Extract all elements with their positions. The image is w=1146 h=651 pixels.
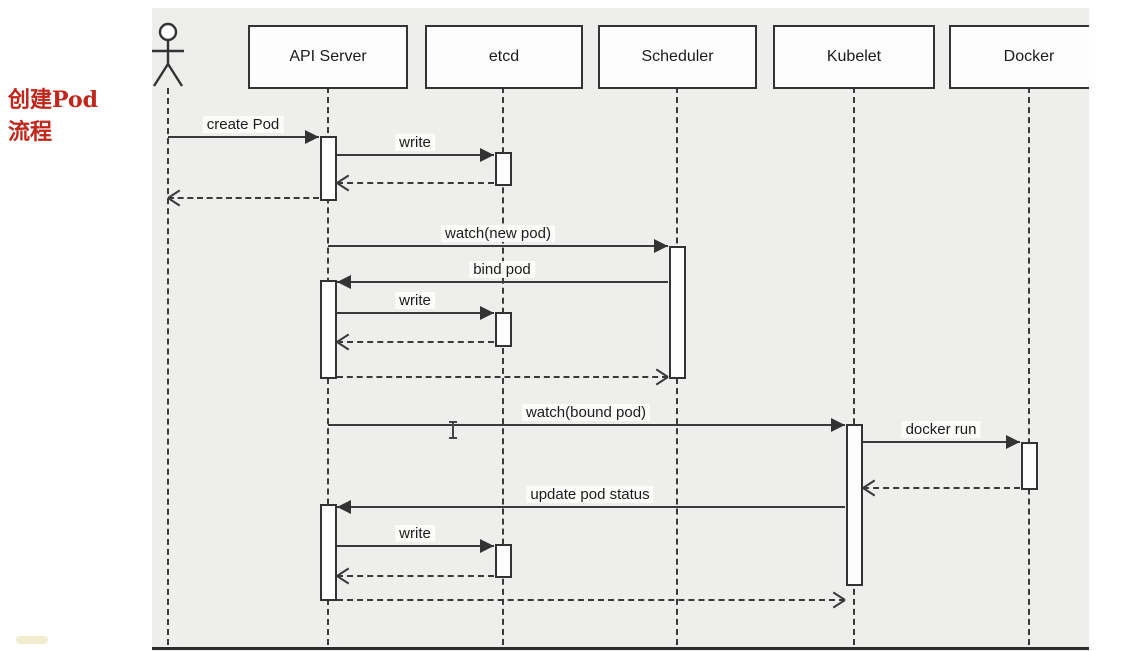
message-write-3 (337, 545, 494, 547)
message-return-to-user (168, 197, 319, 199)
participant-kubelet: Kubelet (773, 25, 935, 89)
api-activation-1 (320, 136, 337, 201)
message-watch-new-pod (328, 245, 668, 247)
label-watch-new-pod: watch(new pod) (441, 225, 555, 242)
message-write-2 (337, 312, 494, 314)
kubelet-activation (846, 424, 863, 586)
label-watch-bound-pod: watch(bound pod) (521, 404, 651, 421)
etcd-activation-2 (495, 312, 512, 347)
lifeline-user (167, 88, 169, 645)
annotation-line-2: 流程 (8, 119, 53, 145)
text-cursor-pointer (447, 421, 459, 439)
annotation-red-text: 创建Pod 流程 (8, 84, 148, 148)
message-return-to-kubelet (337, 599, 845, 601)
lifeline-etcd (502, 87, 504, 645)
participant-docker: Docker (949, 25, 1089, 89)
annotation-line-1: 创建Pod (8, 87, 99, 113)
cursor-stem (452, 422, 454, 438)
artifact-smudge (16, 636, 48, 644)
participant-api-server: API Server (248, 25, 408, 89)
actor-icon (152, 22, 184, 87)
scheduler-activation (669, 246, 686, 379)
arrowhead-create-pod (305, 130, 319, 144)
lifeline-docker (1028, 87, 1030, 645)
arrowhead-write-3 (480, 539, 494, 553)
label-create-pod: create Pod (202, 116, 284, 133)
message-return-to-scheduler (337, 376, 668, 378)
arrowhead-write-1 (480, 148, 494, 162)
message-bind-pod (337, 281, 668, 283)
arrowhead-watch-bound-pod (831, 418, 845, 432)
label-bind-pod: bind pod (469, 261, 535, 278)
arrowhead-write-2 (480, 306, 494, 320)
label-write-3: write (395, 525, 435, 542)
cursor-cap (449, 437, 457, 439)
arrowhead-bind-pod (337, 275, 351, 289)
api-activation-2 (320, 280, 337, 379)
message-etcd-return-1 (337, 182, 494, 184)
arrowhead-watch-new-pod (654, 239, 668, 253)
participant-scheduler: Scheduler (598, 25, 757, 89)
api-activation-3 (320, 504, 337, 601)
message-watch-bound-pod (328, 424, 845, 426)
participant-etcd: etcd (425, 25, 583, 89)
label-write-1: write (395, 134, 435, 151)
message-etcd-return-2 (337, 341, 494, 343)
message-write-1 (337, 154, 494, 156)
label-update-pod-status: update pod status (526, 486, 654, 503)
arrowhead-docker-run (1006, 435, 1020, 449)
message-docker-return (863, 487, 1020, 489)
etcd-activation-3 (495, 544, 512, 578)
bottom-edge-bar (152, 647, 1089, 650)
message-etcd-return-3 (337, 575, 494, 577)
label-docker-run: docker run (901, 421, 981, 438)
message-create-pod (168, 136, 319, 138)
message-docker-run (863, 441, 1020, 443)
lifeline-kubelet (853, 87, 855, 645)
message-update-pod-status (337, 506, 845, 508)
etcd-activation-1 (495, 152, 512, 186)
docker-activation (1021, 442, 1038, 490)
label-write-2: write (395, 292, 435, 309)
arrowhead-update-pod-status (337, 500, 351, 514)
